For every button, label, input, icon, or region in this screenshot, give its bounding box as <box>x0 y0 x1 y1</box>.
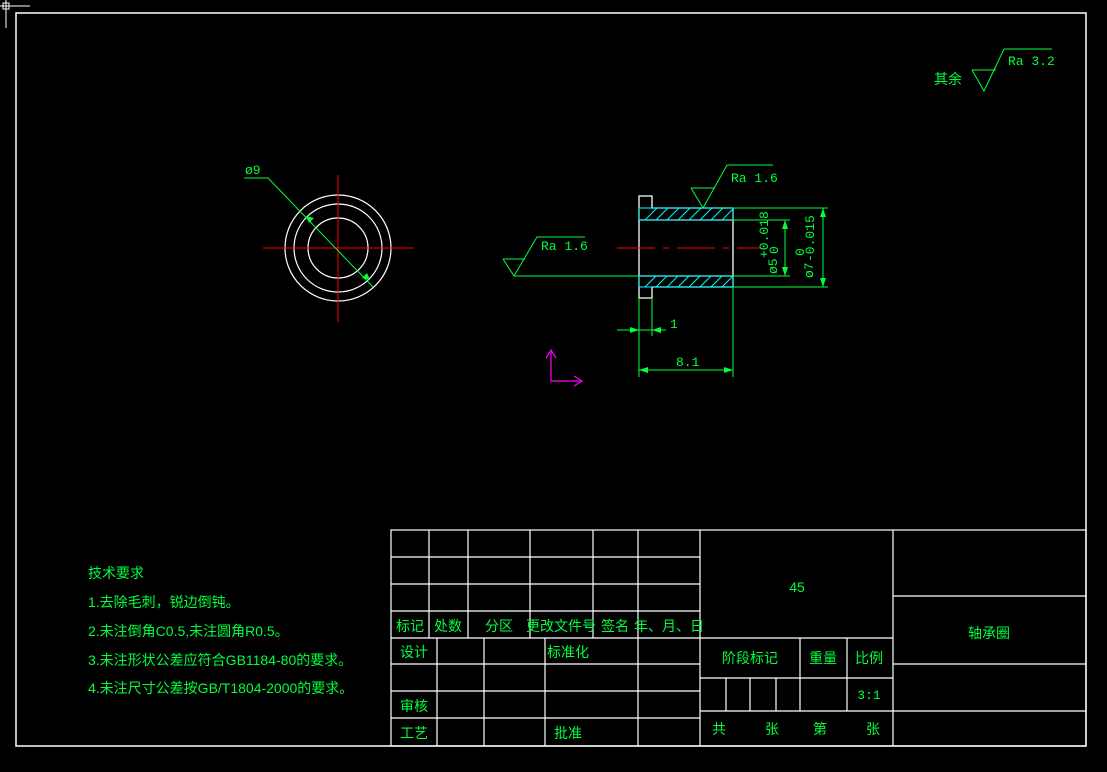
outer-diameter-upper: 0 <box>793 248 808 256</box>
tech-requirement-4: 4.未注尺寸公差按GB/T1804-2000的要求。 <box>88 680 353 696</box>
header-mark: 标记 <box>396 618 424 634</box>
inner-diameter-dimension <box>733 219 790 277</box>
top-roughness-symbol-icon <box>690 164 773 209</box>
label-standardization: 标准化 <box>547 644 589 660</box>
header-signature: 签名 <box>601 618 629 634</box>
outer-diameter-nominal: ø7 <box>802 262 817 278</box>
header-date: 年、月、日 <box>634 618 704 634</box>
inner-diameter-lower: 0 <box>767 246 782 254</box>
tech-requirements-title: 技术要求 <box>88 565 144 581</box>
label-sheet-unit-2: 张 <box>866 721 880 737</box>
outer-diameter-lower: -0.015 <box>803 215 818 262</box>
end-view-diameter-label: ø9 <box>245 163 261 178</box>
tech-requirements: 技术要求 1.去除毛刺，锐边倒钝。 2.未注倒角C0.5,未注圆角R0.5。 3… <box>88 565 353 696</box>
top-roughness-label: Ra 1.6 <box>731 171 778 186</box>
flange-thickness-label: 1 <box>670 317 678 332</box>
label-sheet-unit-1: 张 <box>765 721 779 737</box>
roughness-symbol-icon <box>971 48 1052 93</box>
tech-requirement-3: 3.未注形状公差应符合GB1184-80的要求。 <box>88 652 352 668</box>
end-view: ø9 <box>244 163 414 322</box>
label-approve: 批准 <box>554 725 582 741</box>
label-sheet-index: 第 <box>813 721 827 737</box>
section-view: Ra 1.6 Ra 1.6 ø5 +0.018 0 <box>502 164 828 377</box>
label-stage-mark: 阶段标记 <box>722 650 778 666</box>
label-process: 工艺 <box>400 725 428 741</box>
title-block: 45 轴承圈 标记 处数 分区 更改文件号 签名 年、月、日 设计 标准化 审核… <box>390 529 1087 747</box>
general-roughness-label: 其余 <box>934 71 962 87</box>
label-scale: 比例 <box>855 650 883 666</box>
inner-diameter-nominal: ø5 <box>766 258 781 274</box>
ucs-cursor-icon <box>0 0 30 28</box>
ucs-axis-icon <box>545 348 584 387</box>
label-review: 审核 <box>400 698 428 714</box>
header-change-doc: 更改文件号 <box>526 618 596 634</box>
material-value: 45 <box>789 579 805 595</box>
diameter-leader <box>244 177 374 288</box>
header-zone: 分区 <box>485 618 513 634</box>
total-length-label: 8.1 <box>676 355 700 370</box>
scale-value: 3:1 <box>857 688 881 703</box>
general-roughness-value: Ra 3.2 <box>1008 54 1055 69</box>
tech-requirement-2: 2.未注倒角C0.5,未注圆角R0.5。 <box>88 623 289 639</box>
outer-diameter-dimension <box>733 207 828 288</box>
label-weight: 重量 <box>809 650 837 666</box>
label-design: 设计 <box>400 644 428 660</box>
section-hatching <box>638 207 734 288</box>
label-sheet-total: 共 <box>712 721 726 737</box>
tech-requirement-1: 1.去除毛刺，锐边倒钝。 <box>88 594 240 610</box>
flange-thickness-dimension <box>617 298 666 377</box>
part-name: 轴承圈 <box>968 625 1010 641</box>
header-count: 处数 <box>434 618 462 634</box>
total-length-dimension <box>639 287 734 377</box>
inner-diameter-upper: +0.018 <box>757 211 772 258</box>
bore-roughness-symbol-icon <box>502 236 639 277</box>
general-roughness-note: 其余 Ra 3.2 <box>934 48 1055 93</box>
bore-roughness-label: Ra 1.6 <box>541 239 588 254</box>
